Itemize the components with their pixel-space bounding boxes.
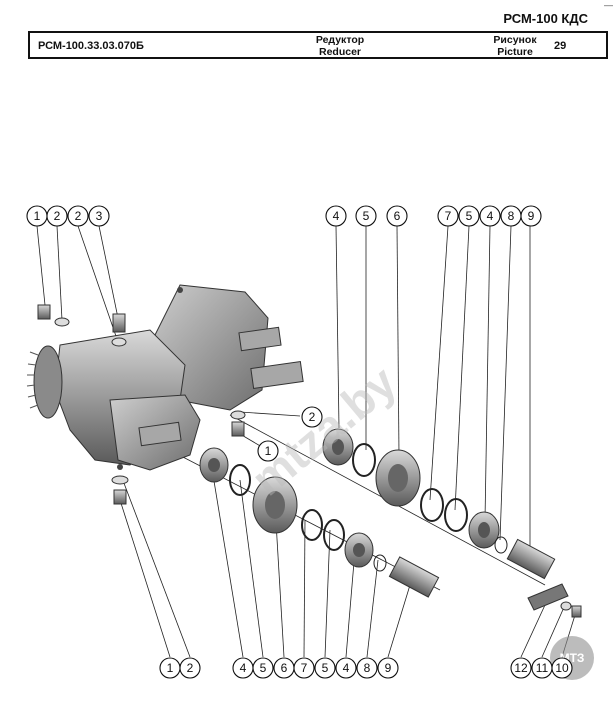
bolt-10	[571, 605, 582, 618]
cap-upper	[506, 538, 556, 580]
callout: 3	[88, 205, 110, 227]
callout: 5	[252, 657, 274, 679]
svg-text:2: 2	[309, 410, 316, 424]
washer-mid	[230, 410, 246, 420]
bolt-1	[37, 304, 51, 320]
callout: 4	[479, 205, 501, 227]
callout: 5	[314, 657, 336, 679]
svg-text:2: 2	[54, 209, 61, 223]
callout: 5	[355, 205, 377, 227]
svg-text:6: 6	[394, 209, 401, 223]
document-model: РСМ-100 КДС	[503, 11, 588, 26]
svg-text:7: 7	[445, 209, 452, 223]
bolt-bottom	[113, 489, 127, 505]
callout: 4	[232, 657, 254, 679]
figure-label-en: Picture	[497, 46, 533, 58]
svg-text:1: 1	[34, 209, 41, 223]
callout: 2	[67, 205, 89, 227]
cap-lower	[388, 556, 440, 598]
figure-number: 29	[554, 40, 567, 52]
gear-lower	[252, 476, 298, 534]
ring-upper-2	[420, 488, 444, 522]
washer-2	[54, 317, 70, 327]
bearing-upper-1	[322, 428, 354, 466]
callout: 11	[531, 657, 553, 679]
svg-text:5: 5	[363, 209, 370, 223]
callout: 10	[551, 657, 573, 679]
svg-text:8: 8	[364, 661, 371, 675]
callout: 1	[159, 657, 181, 679]
svg-text:4: 4	[343, 661, 350, 675]
plug-mid	[231, 421, 245, 437]
callout: 8	[500, 205, 522, 227]
washer-2b	[111, 337, 127, 347]
svg-text:9: 9	[528, 209, 535, 223]
callout: 4	[325, 205, 347, 227]
callouts-top: 1 2 2 3 4 5 6 7 5 4 8 9	[26, 205, 542, 227]
callout: 9	[377, 657, 399, 679]
callout: 5	[458, 205, 480, 227]
ring-lower-3	[323, 519, 345, 551]
svg-text:2: 2	[75, 209, 82, 223]
svg-text:3: 3	[96, 209, 103, 223]
gearbox-housing	[26, 284, 304, 471]
callouts-bottom: 1 2 4 5 6 7 5 4 8 9 12 11 10	[159, 657, 573, 679]
svg-text:4: 4	[333, 209, 340, 223]
svg-text:10: 10	[555, 661, 569, 675]
callout: 6	[386, 205, 408, 227]
svg-text:7: 7	[301, 661, 308, 675]
svg-text:12: 12	[514, 661, 528, 675]
plate-12	[527, 583, 569, 611]
figure-label: Рисунок Picture	[485, 34, 545, 58]
washer-bottom	[111, 475, 129, 485]
gear-upper	[375, 449, 421, 507]
title-block: РСМ-100.33.03.070Б Редуктор Reducer Рису…	[28, 31, 608, 59]
callout: 12	[510, 657, 532, 679]
oring-lower	[373, 554, 387, 572]
svg-text:1: 1	[265, 444, 272, 458]
svg-text:8: 8	[508, 209, 515, 223]
part-code: РСМ-100.33.03.070Б	[38, 40, 144, 52]
bearing-lower-1	[199, 447, 229, 483]
svg-text:1: 1	[167, 661, 174, 675]
callout: 1	[257, 440, 279, 462]
svg-text:6: 6	[281, 661, 288, 675]
corner-mark: —	[604, 0, 613, 10]
callout: 7	[293, 657, 315, 679]
callout: 4	[335, 657, 357, 679]
part-name-en: Reducer	[318, 46, 361, 58]
ring-lower-2	[301, 509, 323, 541]
ring-upper-1	[352, 443, 376, 477]
figure-label-ru: Рисунок	[493, 34, 537, 46]
svg-text:4: 4	[487, 209, 494, 223]
washer-11	[560, 601, 572, 611]
svg-text:5: 5	[466, 209, 473, 223]
callouts-mid: 2 1	[257, 406, 323, 462]
svg-text:5: 5	[260, 661, 267, 675]
callout: 6	[273, 657, 295, 679]
part-name: Редуктор Reducer	[285, 34, 395, 58]
svg-text:4: 4	[240, 661, 247, 675]
svg-text:5: 5	[322, 661, 329, 675]
callout: 7	[437, 205, 459, 227]
svg-text:9: 9	[385, 661, 392, 675]
callout: 9	[520, 205, 542, 227]
ring-lower-1	[229, 464, 251, 496]
callout: 2	[179, 657, 201, 679]
oring-upper	[494, 536, 508, 554]
svg-text:2: 2	[187, 661, 194, 675]
callout: 2	[301, 406, 323, 428]
bearing-lower-2	[344, 532, 374, 568]
callout: 8	[356, 657, 378, 679]
svg-text:11: 11	[536, 661, 549, 675]
ring-upper-3	[444, 498, 468, 532]
callout: 1	[26, 205, 48, 227]
bearing-upper-2	[468, 511, 500, 549]
part-name-ru: Редуктор	[315, 34, 365, 46]
callout: 2	[46, 205, 68, 227]
housing-spline-teeth	[26, 351, 39, 409]
plug-3	[112, 313, 126, 333]
